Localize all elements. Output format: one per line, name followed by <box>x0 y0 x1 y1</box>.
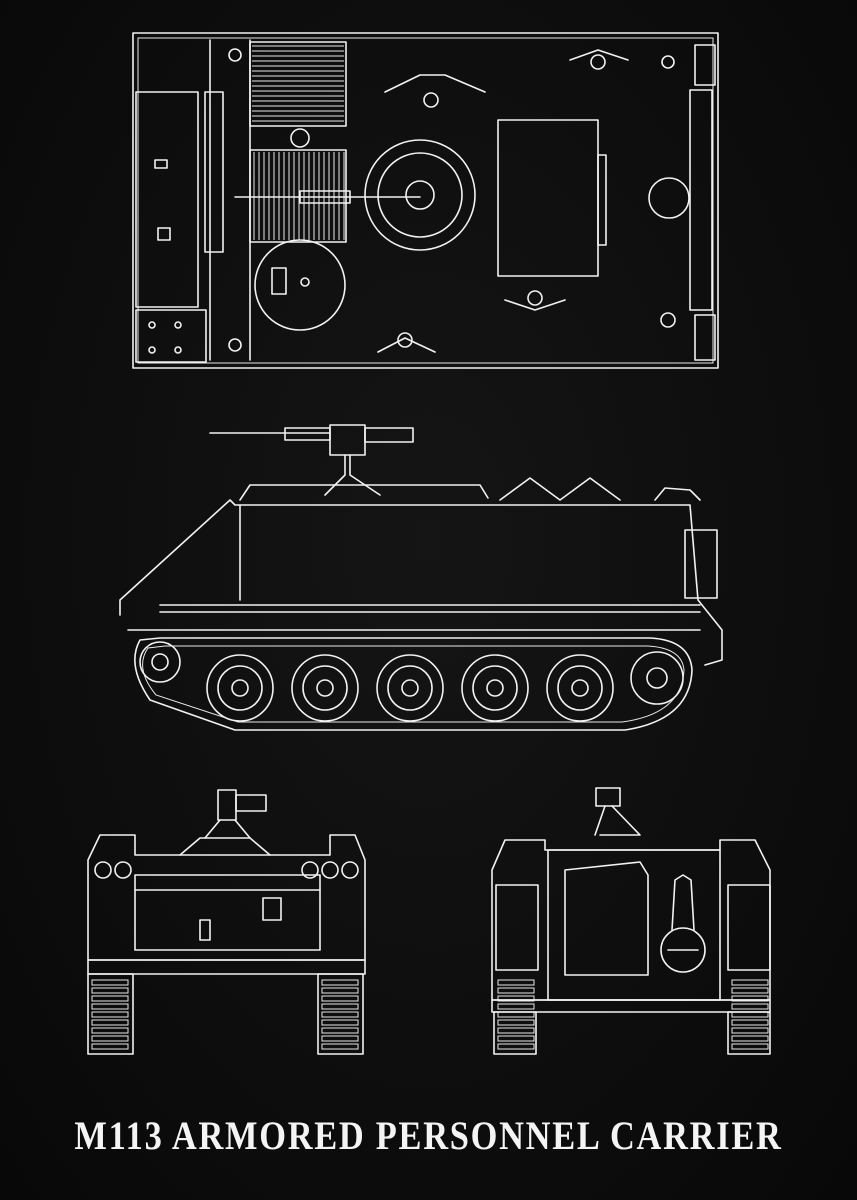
commander-cupola <box>364 139 476 251</box>
idler-wheel <box>630 651 684 705</box>
hull-outline <box>119 499 723 666</box>
side-view <box>119 424 723 731</box>
poster-title: M113 ARMORED PERSONNEL CARRIER <box>74 1113 783 1158</box>
track-link <box>731 1019 769 1026</box>
track-link <box>731 1035 769 1042</box>
track-link <box>497 1043 535 1050</box>
track-link <box>731 1027 769 1034</box>
track-link <box>731 987 769 994</box>
track-link <box>497 1027 535 1034</box>
rear-door <box>564 861 649 976</box>
troop-hatch <box>497 119 599 277</box>
track-link <box>321 995 359 1002</box>
rear-view <box>491 787 771 1055</box>
track-link <box>497 987 535 994</box>
track-link <box>321 1003 359 1010</box>
track-link <box>731 979 769 986</box>
track-link <box>91 987 129 994</box>
track-link <box>497 995 535 1002</box>
road-wheel <box>376 654 444 722</box>
track-link <box>731 1003 769 1010</box>
track-link <box>91 1035 129 1042</box>
track-link <box>91 1019 129 1026</box>
track-link <box>497 979 535 986</box>
track-link <box>91 979 129 986</box>
track-link <box>91 1043 129 1050</box>
track-link <box>497 1003 535 1010</box>
gun-mount <box>329 424 366 456</box>
track-link <box>91 995 129 1002</box>
road-wheel-hub <box>557 665 603 711</box>
front-view <box>87 789 366 1055</box>
track-link <box>497 1035 535 1042</box>
road-wheel <box>461 654 529 722</box>
track-link <box>91 1003 129 1010</box>
track-link <box>731 995 769 1002</box>
road-wheel-center <box>231 679 249 697</box>
road-wheel-center <box>486 679 504 697</box>
track-link <box>321 1011 359 1018</box>
track-link <box>497 1019 535 1026</box>
track-link <box>321 979 359 986</box>
track-link <box>321 1043 359 1050</box>
road-wheel-center <box>571 679 589 697</box>
road-wheel <box>291 654 359 722</box>
track-link <box>731 1011 769 1018</box>
track-link <box>91 1027 129 1034</box>
track-link <box>731 1043 769 1050</box>
top-view <box>132 32 719 369</box>
track-link <box>497 1011 535 1018</box>
road-wheel-hub <box>302 665 348 711</box>
track-link <box>91 1011 129 1018</box>
road-wheel <box>206 654 274 722</box>
hatch-grille <box>249 41 347 127</box>
road-wheel-hub <box>217 665 263 711</box>
road-wheel <box>546 654 614 722</box>
track <box>134 637 693 731</box>
road-wheel-center <box>316 679 334 697</box>
track-link <box>321 1019 359 1026</box>
driver-hatch <box>254 239 346 331</box>
track-link <box>321 1035 359 1042</box>
engine-grille <box>249 149 347 243</box>
drive-sprocket <box>139 641 181 683</box>
road-wheel-hub <box>387 665 433 711</box>
road-wheel-center <box>401 679 419 697</box>
road-wheel-hub <box>472 665 518 711</box>
track-link <box>321 1027 359 1034</box>
track-link <box>321 987 359 994</box>
